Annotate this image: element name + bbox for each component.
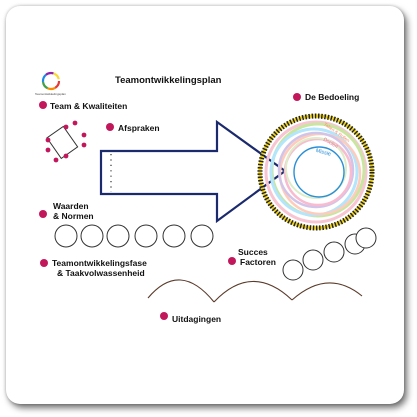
succes-circles [282,227,377,281]
label-succes: Succes [238,247,268,257]
label-normen: & Normen [53,211,94,221]
waarden-circles [54,224,214,248]
page-title: Teamontwikkelingsplan [115,75,222,86]
bullet-bedoeling [293,93,301,101]
label-fase-2: & Taakvolwassenheid [57,268,145,278]
label-afspraken: Afspraken [118,123,160,133]
label-uitdagingen: Uitdagingen [172,314,222,324]
bullet-fase [40,259,48,267]
bullet-waarden [39,210,47,218]
logo-text: Teamontwikkelingsplan [35,92,66,96]
label-waarden: Waarden [53,201,89,211]
bedoeling-rings [257,113,375,231]
uitdagingen-curves [147,279,363,303]
bullet-succes [228,257,236,265]
label-bedoeling: De Bedoeling [305,92,360,102]
label-team: Team & Kwaliteiten [50,101,128,111]
label-fase-1: Teamontwikkelingsfase [52,258,147,268]
bullet-team [39,101,47,109]
label-factoren: Factoren [240,257,276,267]
bullet-uitdagingen [160,312,168,320]
bullet-afspraken [106,123,114,131]
logo-icon [41,71,61,91]
table-icon [46,125,79,160]
arrow-shape [99,119,287,224]
